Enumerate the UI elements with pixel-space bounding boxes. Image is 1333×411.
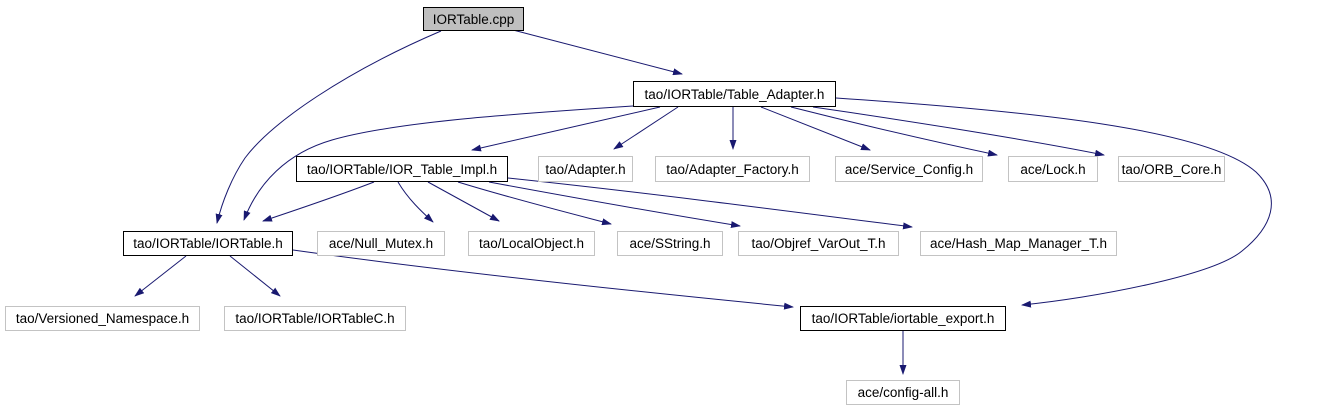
edge-iortable_h-to-iortablec	[229, 255, 281, 297]
edge-table_adapter-to-orb_core	[812, 106, 1105, 157]
node-adapter-h: tao/Adapter.h	[538, 156, 633, 182]
node-lock-h: ace/Lock.h	[1008, 156, 1098, 182]
edge-table_adapter-to-iortable_export	[835, 97, 1272, 308]
edge-ior_table_impl-to-null_mutex	[397, 181, 434, 223]
node-objref-varout-t-h: tao/Objref_VarOut_T.h	[738, 231, 899, 256]
node-orb-core-h: tao/ORB_Core.h	[1118, 156, 1225, 182]
edge-ior_table_impl-to-local_object	[427, 181, 500, 222]
edge-iortable_h-to-versioned_namespace	[134, 255, 187, 297]
edge-table_adapter-to-adapter	[613, 106, 679, 150]
node-local-object-h: tao/LocalObject.h	[468, 231, 595, 256]
node-config-all-h: ace/config-all.h	[846, 380, 960, 405]
edge-table_adapter-to-ior_table_impl	[471, 106, 661, 152]
node-sstring-h: ace/SString.h	[617, 231, 723, 256]
edge-ior_table_impl-to-objref_varout	[488, 181, 741, 229]
edge-table_adapter-to-iortable_h	[243, 105, 634, 221]
edge-iortable_h-to-iortable_export	[292, 249, 794, 310]
node-table-adapter-h[interactable]: tao/IORTable/Table_Adapter.h	[633, 81, 836, 107]
node-versioned-namespace-h: tao/Versioned_Namespace.h	[5, 306, 200, 331]
edge-ior_table_impl-to-hash_map	[507, 177, 913, 230]
node-iortablec-h: tao/IORTable/IORTableC.h	[224, 306, 406, 331]
node-iortable-export-h[interactable]: tao/IORTable/iortable_export.h	[800, 306, 1006, 331]
edge-ior_table_impl-to-iortable_h	[262, 181, 375, 222]
node-ior-table-impl-h[interactable]: tao/IORTable/IOR_Table_Impl.h	[296, 156, 508, 182]
node-service-config-h: ace/Service_Config.h	[835, 156, 983, 182]
edge-ior_table_impl-to-sstring	[457, 181, 612, 226]
node-adapter-factory-h: tao/Adapter_Factory.h	[655, 156, 810, 182]
node-null-mutex-h: ace/Null_Mutex.h	[317, 231, 445, 256]
edge-table_adapter-to-lock	[790, 106, 998, 157]
edge-table_adapter-to-service_config	[760, 106, 871, 151]
node-hash-map-manager-t-h: ace/Hash_Map_Manager_T.h	[920, 231, 1117, 256]
node-iortable-cpp: IORTable.cpp	[423, 7, 524, 31]
node-iortable-h[interactable]: tao/IORTable/IORTable.h	[123, 231, 293, 256]
edge-iortable_cpp-to-table_adapter	[512, 29, 683, 76]
edge-iortable_cpp-to-iortable_h	[215, 30, 442, 224]
